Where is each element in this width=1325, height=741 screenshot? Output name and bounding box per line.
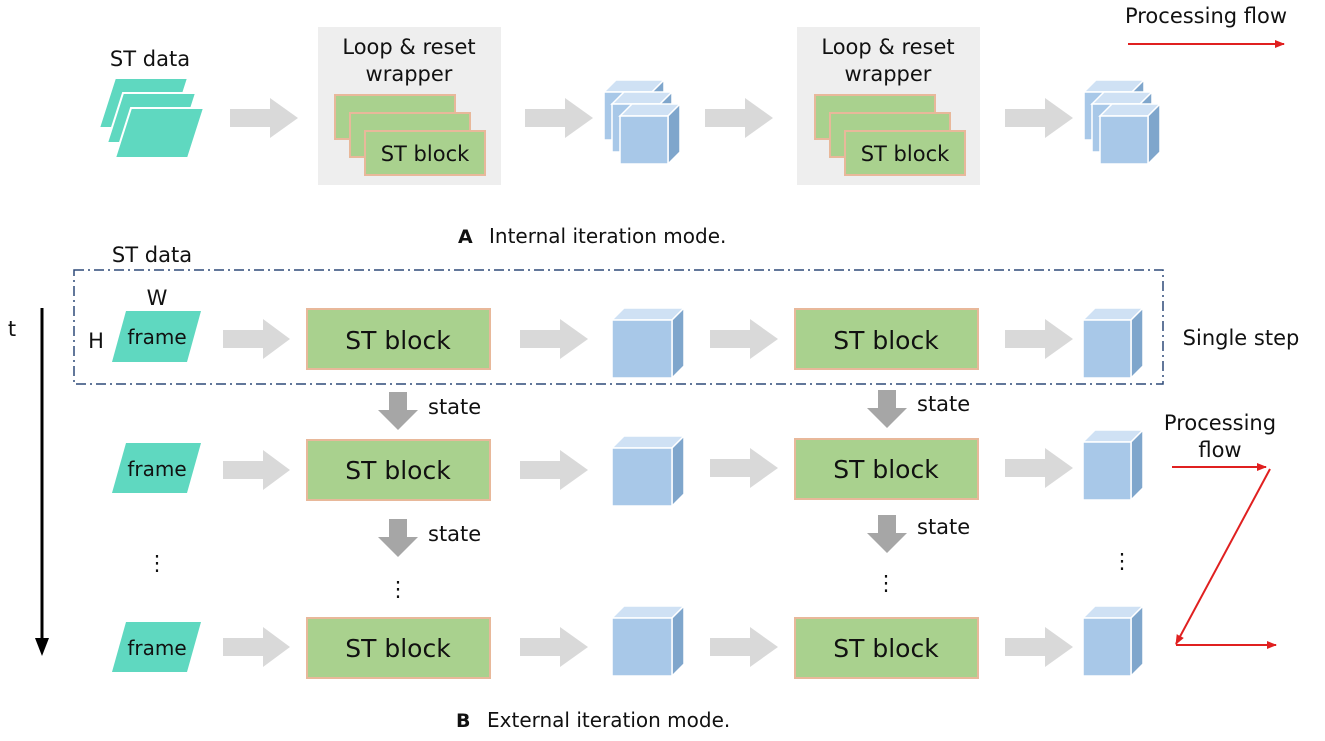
time-axis-arrow [35,308,49,656]
grey-arrow-r1-4 [1005,319,1073,359]
panel-a-internal-iteration: ST data Loop & reset wrapper ST block [97,4,1287,248]
frame-shape-r2 [112,443,201,493]
ellipsis-block-1: ⋮ [388,577,409,601]
wrapper-2-block-label: ST block [861,142,950,166]
grey-arrow-r2-3 [710,448,778,488]
st-data-label-a: ST data [110,47,190,71]
st-block-label-r2-2: ST block [833,455,939,484]
output-cube-r2-1 [610,434,686,508]
caption-b-letter: B [456,710,470,732]
processing-flow-label-line1: Processing [1164,411,1276,435]
single-step-box [73,269,1164,385]
grey-arrow-r2-1 [223,450,290,490]
output-cube-r2-2 [1081,428,1145,502]
time-label: t [8,317,16,341]
state-arrow-2: state [867,390,970,428]
single-step-label: Single step [1183,326,1300,350]
state-arrow-3: state [378,519,481,557]
processing-flow-label-line2: flow [1198,438,1241,462]
st-block-r1-2 [794,308,979,370]
grey-arrow-r1-1 [223,319,290,359]
caption-a-letter: A [458,226,473,248]
wrapper-1-label-line1: Loop & reset [342,35,475,59]
st-block-r3-1 [306,617,491,679]
output-cube-r1-1 [610,306,686,380]
wrapper-1-block-label: ST block [381,142,470,166]
grey-arrow-r3-1 [223,627,290,667]
grey-arrow-a3 [705,98,773,138]
st-block-r2-1 [306,439,491,501]
processing-flow-arrows [1172,463,1277,649]
wrapper-2-label-line1: Loop & reset [821,35,954,59]
st-data-stack-a [97,77,206,159]
output-cube-r1-2 [1081,306,1145,380]
st-block-label-r2-1: ST block [345,456,451,485]
st-block-r3-2 [794,617,979,679]
frame-label-r1: frame [127,325,186,349]
state-label-3: state [428,522,481,546]
row-3: frame ST block ST block [112,604,1145,679]
state-arrow-4: state [867,515,970,553]
row-2: frame ST block ST block [112,428,1145,508]
frame-shape-r1 [112,311,201,362]
frame-label-r3: frame [127,636,186,660]
state-label-2: state [917,392,970,416]
st-block-r1-1 [306,308,491,370]
frame-shape-r3 [112,622,201,672]
ellipsis-frames: ⋮ [147,551,168,575]
wrapper-2-label-line2: wrapper [845,62,932,86]
state-label-4: state [917,515,970,539]
state-label-1: state [428,395,481,419]
loop-reset-wrapper-2: Loop & reset wrapper ST block [797,27,980,185]
panel-b-external-iteration: ST data W H t Single step frame ST block [8,243,1299,732]
st-block-r2-2 [794,438,979,500]
grey-arrow-a4 [1005,98,1073,138]
caption-b-text: External iteration mode. [487,708,730,732]
output-cube-stack-a1 [602,78,682,166]
grey-arrow-a1 [230,98,298,138]
ellipsis-outputs: ⋮ [1112,549,1133,573]
loop-reset-wrapper-1: Loop & reset wrapper ST block [318,27,501,185]
grey-arrow-r3-4 [1005,627,1073,667]
grey-arrow-r3-3 [710,627,778,667]
grey-arrow-a2 [525,98,593,138]
output-cube-r3-2 [1081,604,1145,678]
processing-flow-legend-label: Processing flow [1125,4,1287,28]
frame-label-r2: frame [127,457,186,481]
ellipsis-block-2: ⋮ [876,571,897,595]
st-block-label-r1-2: ST block [833,326,939,355]
output-cube-r3-1 [610,604,686,678]
st-block-label-r3-1: ST block [345,634,451,663]
st-block-label-r1-1: ST block [345,326,451,355]
st-data-label-b: ST data [112,243,192,267]
state-arrow-1: state [378,392,481,430]
grey-arrow-r3-2 [520,627,588,667]
grey-arrow-r2-4 [1005,448,1073,488]
grey-arrow-r1-2 [520,319,588,359]
height-label: H [88,329,104,353]
wrapper-1-label-line2: wrapper [366,62,453,86]
st-block-label-r3-2: ST block [833,634,939,663]
caption-a-text: Internal iteration mode. [489,224,726,248]
grey-arrow-r2-2 [520,450,588,490]
output-cube-stack-a2 [1082,78,1162,166]
row-1: frame ST block ST block [112,306,1145,380]
grey-arrow-r1-3 [710,319,778,359]
width-label: W [147,286,168,310]
